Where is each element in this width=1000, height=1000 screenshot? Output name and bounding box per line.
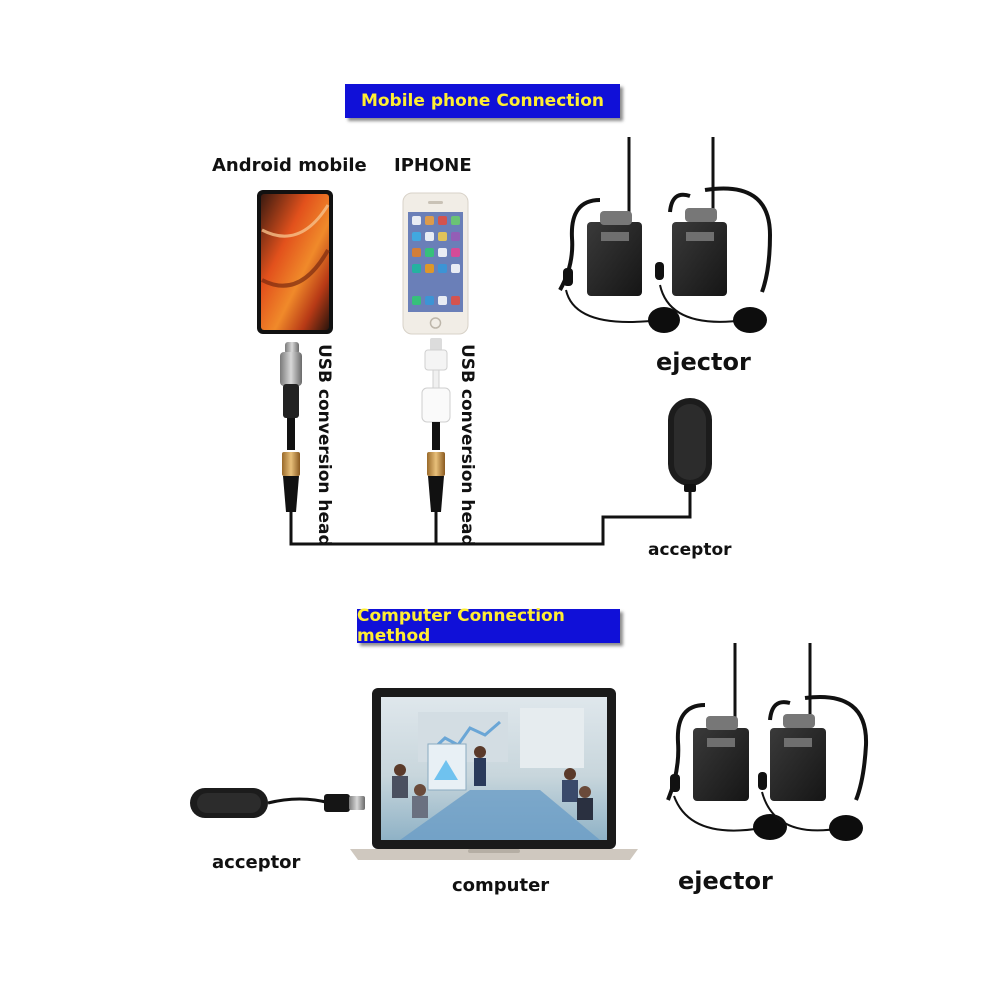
mobile-acceptor-label: acceptor <box>648 540 732 560</box>
computer-section-title-text: Computer Connection method <box>357 606 565 646</box>
usb-conversion-label-android: USB conversion head <box>314 344 334 547</box>
mobile-ejector-left <box>558 137 680 333</box>
android-phone-image <box>257 190 333 334</box>
iphone-image <box>402 192 469 335</box>
computer-ejector-label: ejector <box>678 867 773 895</box>
mobile-acceptor-image <box>668 398 712 492</box>
computer-section-title: Computer Connection method <box>357 606 620 646</box>
computer-ejector-left <box>666 643 787 840</box>
mobile-connection-cable <box>289 490 692 546</box>
computer-label: computer <box>452 875 550 896</box>
mobile-section-title: Mobile phone Connection <box>345 84 620 118</box>
mobile-ejector-right <box>655 137 773 333</box>
android-usb-adapter <box>280 342 302 512</box>
iphone-usb-adapter <box>421 338 451 512</box>
mobile-section-title-text: Mobile phone Connection <box>360 91 605 111</box>
computer-ejector-right <box>758 643 869 841</box>
android-mobile-label: Android mobile <box>212 155 367 176</box>
laptop-image <box>350 688 638 860</box>
iphone-label: IPHONE <box>394 155 472 176</box>
usb-conversion-label-iphone: USB conversion head <box>457 344 477 547</box>
mobile-ejector-label: ejector <box>656 348 751 376</box>
computer-acceptor-label: acceptor <box>212 852 301 873</box>
computer-acceptor-image <box>190 788 365 818</box>
